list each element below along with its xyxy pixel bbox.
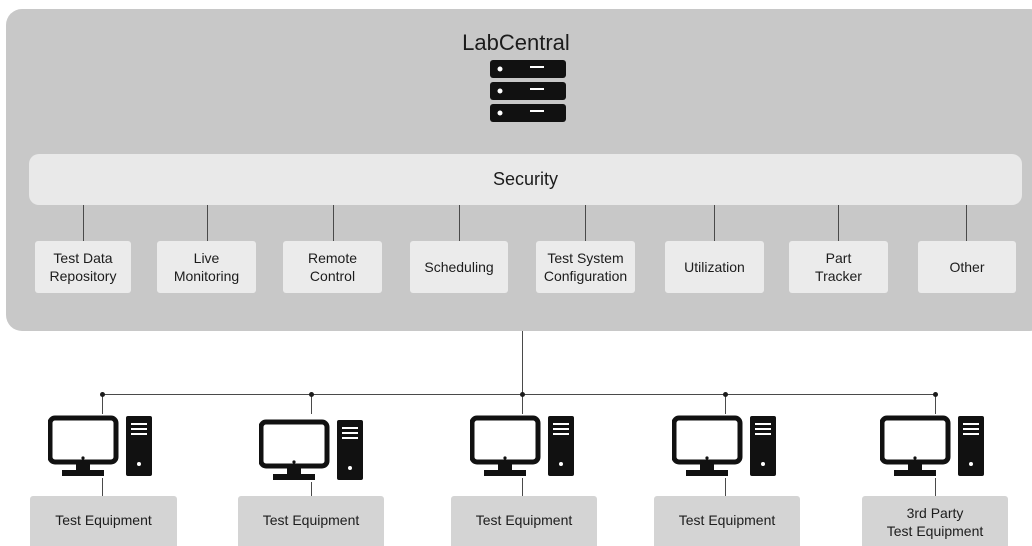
junction-dot [520,392,525,397]
connector [333,205,334,241]
desktop-computer-icon [470,415,574,476]
junction-dot [933,392,938,397]
network-bus [102,394,937,395]
server-rack-icon [490,60,566,122]
connector [714,205,715,241]
connector [311,482,312,496]
connector [459,205,460,241]
connector [522,478,523,496]
labcentral-title: LabCentral [462,30,570,55]
connector [838,205,839,241]
desktop-computer-icon [48,415,152,476]
module-scheduling: Scheduling [410,241,508,293]
network-trunk [522,331,523,395]
connector [102,478,103,496]
network-drop [311,394,312,414]
network-drop [102,394,103,414]
test-equipment-4: Test Equipment [654,496,800,546]
network-drop [522,394,523,414]
connector [935,478,936,496]
desktop-computer-icon [880,415,984,476]
test-equipment-3: Test Equipment [451,496,597,546]
desktop-computer-icon [672,415,776,476]
connector [585,205,586,241]
test-equipment-1: Test Equipment [30,496,177,546]
connector [966,205,967,241]
junction-dot [309,392,314,397]
desktop-computer-icon [259,419,363,480]
junction-dot [723,392,728,397]
connector [207,205,208,241]
security-label: Security [492,169,559,189]
network-drop [935,394,936,414]
connector [725,478,726,496]
junction-dot [100,392,105,397]
security-layer: Security [29,154,1022,205]
module-other: Other [918,241,1016,293]
network-drop [725,394,726,414]
module-utilization: Utilization [665,241,764,293]
connector [83,205,84,241]
test-equipment-2: Test Equipment [238,496,384,546]
